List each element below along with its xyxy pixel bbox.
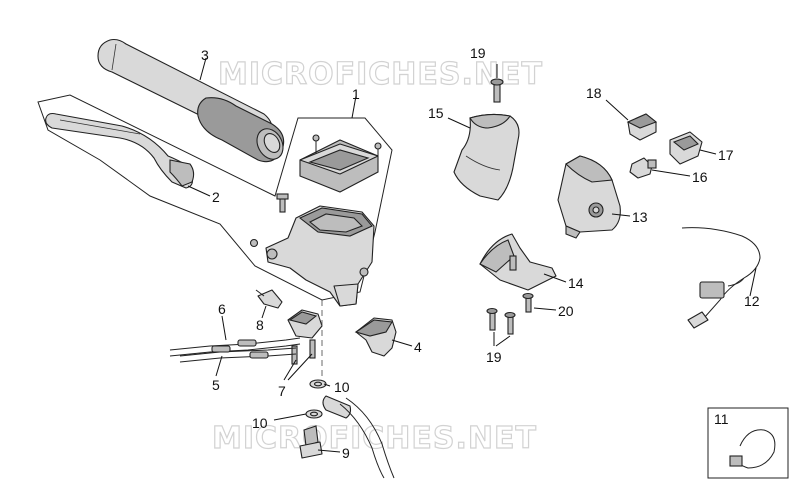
- watermark-top: MICROFICHES.NET: [218, 57, 543, 92]
- leader-lines: [187, 57, 757, 453]
- callout-3: 3: [201, 47, 209, 63]
- callout-5: 5: [212, 377, 220, 393]
- switch-cover-upper[interactable]: [453, 113, 520, 201]
- callout-10-lower: 10: [252, 415, 268, 431]
- switch-housing[interactable]: [557, 155, 621, 239]
- wiring-harness[interactable]: [681, 227, 761, 329]
- callout-9: 9: [342, 445, 350, 461]
- switch-cover-lower[interactable]: [479, 233, 557, 291]
- callout-13: 13: [632, 209, 648, 225]
- screw-top[interactable]: [490, 78, 504, 103]
- brake-light-cables: [169, 337, 301, 363]
- callout-8: 8: [256, 317, 264, 333]
- callout-19-bottom: 19: [486, 349, 502, 365]
- callout-17: 17: [718, 147, 734, 163]
- handlebar-clamp[interactable]: [354, 317, 397, 357]
- callout-2: 2: [212, 189, 220, 205]
- brake-hose-fittings[interactable]: [299, 379, 395, 479]
- screws-bottom[interactable]: [486, 307, 516, 335]
- handlebar-grip[interactable]: [97, 38, 288, 164]
- screw-20[interactable]: [522, 292, 534, 313]
- callout-18: 18: [586, 85, 602, 101]
- callout-1: 1: [352, 86, 360, 102]
- switch-16[interactable]: [629, 157, 657, 179]
- callout-16: 16: [692, 169, 708, 185]
- callout-11: 11: [714, 411, 729, 427]
- callout-20: 20: [558, 303, 574, 319]
- callout-12: 12: [744, 293, 760, 309]
- watermark-bottom: MICROFICHES.NET: [212, 421, 537, 456]
- assembly-outline: [37, 94, 393, 301]
- switch-clamp[interactable]: [287, 309, 323, 365]
- callout-4: 4: [414, 339, 422, 355]
- switch-button-18[interactable]: [626, 113, 658, 141]
- switch-button-17[interactable]: [669, 131, 703, 165]
- stop-switch[interactable]: [255, 289, 283, 309]
- brake-lever[interactable]: [45, 112, 195, 189]
- brake-master-cylinder[interactable]: [249, 134, 382, 307]
- callout-10-upper: 10: [334, 379, 350, 395]
- callout-15: 15: [428, 105, 444, 121]
- callout-14: 14: [568, 275, 584, 291]
- callout-7: 7: [278, 383, 286, 399]
- callout-19-top: 19: [470, 45, 486, 61]
- cable-tie-box: [707, 407, 789, 479]
- callout-6: 6: [218, 301, 226, 317]
